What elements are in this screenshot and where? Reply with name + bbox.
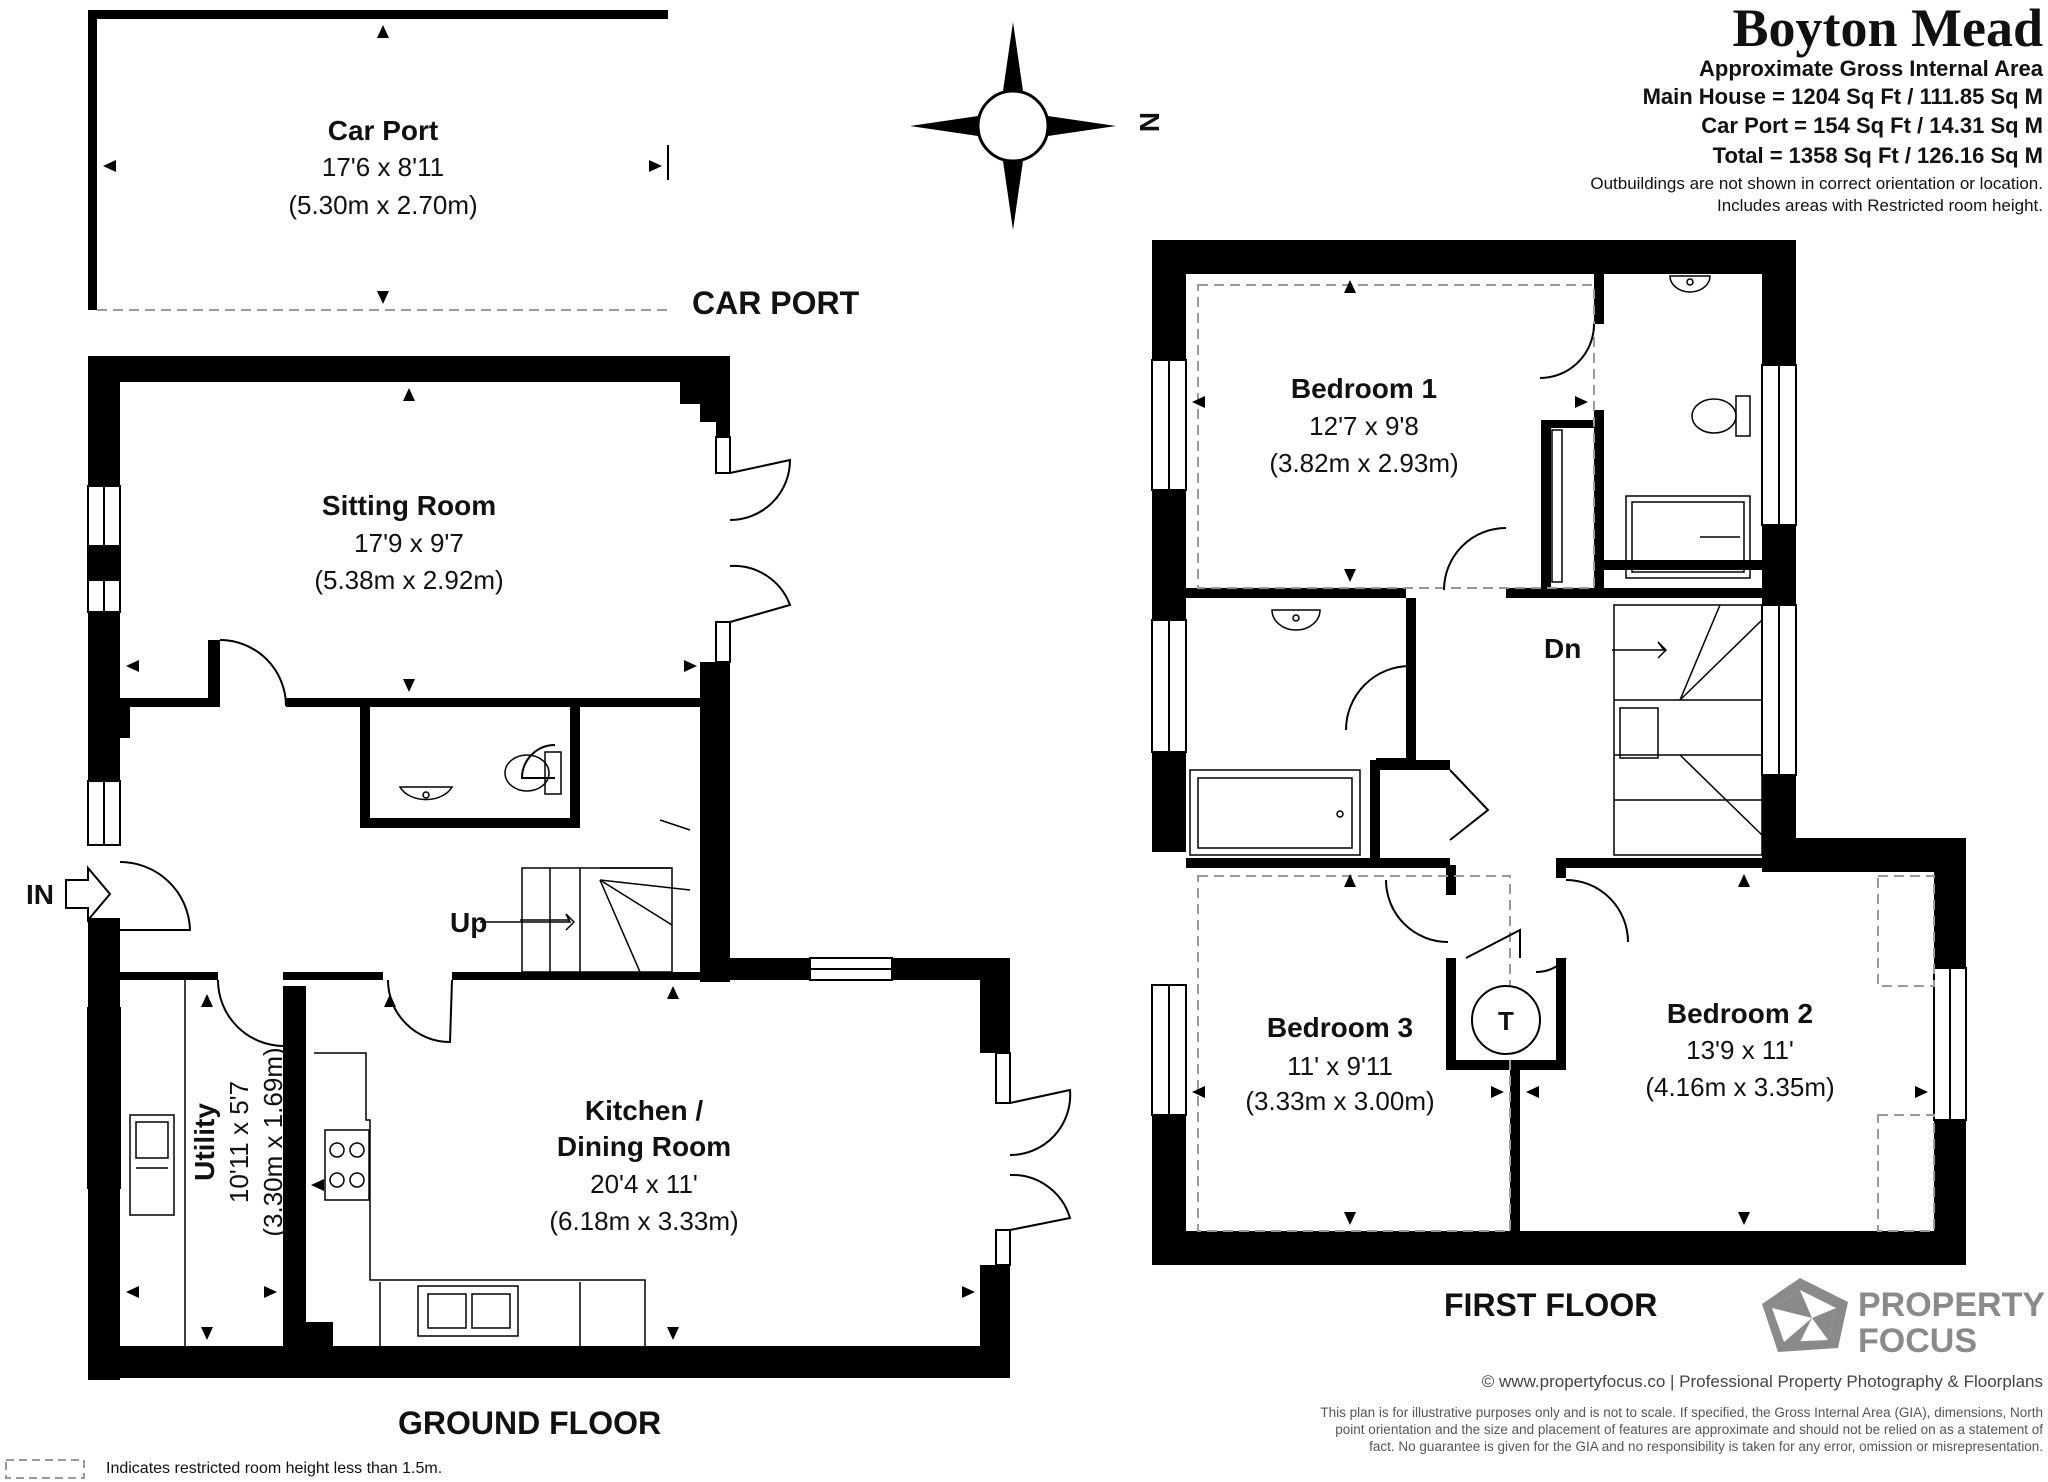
- footer-disclaimer-2: point orientation and the size and place…: [1335, 1422, 2043, 1437]
- ground-floor-walls: [88, 356, 1010, 1380]
- legend-restricted-height-text: Indicates restricted room height less th…: [106, 1460, 443, 1477]
- first-floor-doors: [1345, 323, 1629, 974]
- first-floor-stairs: [1612, 604, 1763, 856]
- logo-line2: FOCUS: [1858, 1322, 1977, 1360]
- area-total: Total = 1358 Sq Ft / 126.16 Sq M: [1712, 143, 2043, 168]
- bedroom1-metric: (3.82m x 2.93m): [1269, 448, 1458, 478]
- footer-copyright: © www.propertyfocus.co | Professional Pr…: [1481, 1372, 2043, 1391]
- car-port-section-label: CAR PORT: [692, 285, 860, 321]
- ground-floor-label: GROUND FLOOR: [398, 1405, 661, 1441]
- footer-disclaimer-1: This plan is for illustrative purposes o…: [1320, 1405, 2043, 1420]
- compass-rose-icon: [910, 22, 1116, 230]
- tank-label: T: [1498, 1006, 1514, 1036]
- utility-fixtures: [129, 980, 186, 1346]
- car-port-metric: (5.30m x 2.70m): [288, 190, 477, 220]
- utility-imperial: 10'11 x 5'7: [224, 1081, 254, 1203]
- ground-floor-doors: [119, 458, 1072, 1231]
- room-labels: Car Port 17'6 x 8'11 (5.30m x 2.70m) Sit…: [189, 115, 1835, 1237]
- first-floor-walls: [1152, 240, 1966, 1265]
- car-port-dimension-arrows: [103, 25, 662, 304]
- kitchen-imperial: 20'4 x 11': [590, 1169, 698, 1199]
- logo-line1: PROPERTY: [1858, 1286, 2045, 1324]
- first-floor-dimension-arrows: [1192, 280, 1928, 1225]
- bedroom1-imperial: 12'7 x 9'8: [1309, 411, 1419, 441]
- ground-floor-dimension-arrows: [126, 388, 975, 1340]
- bedroom2-metric: (4.16m x 3.35m): [1645, 1072, 1834, 1102]
- bedroom2-imperial: 13'9 x 11': [1686, 1035, 1794, 1065]
- logo-text: PROPERTY FOCUS: [1858, 1286, 2045, 1360]
- ground-floor-windows: [87, 436, 1011, 1266]
- area-car-port: Car Port = 154 Sq Ft / 14.31 Sq M: [1701, 113, 2043, 138]
- kitchen-name-line2: Dining Room: [557, 1131, 731, 1162]
- first-floor-label: FIRST FLOOR: [1444, 1287, 1657, 1323]
- footer-disclaimer-3: fact. No guarantee is given for the GIA …: [1369, 1439, 2043, 1454]
- hot-water-tank-icon: [1471, 985, 1541, 1055]
- sitting-room-imperial: 17'9 x 9'7: [354, 528, 464, 558]
- utility-name: Utility: [189, 1103, 220, 1181]
- first-floor-windows: [1151, 359, 1967, 1121]
- car-port-name: Car Port: [328, 115, 438, 146]
- sitting-room-name: Sitting Room: [322, 490, 496, 521]
- area-note-restricted: Includes areas with Restricted room heig…: [1717, 196, 2043, 215]
- property-focus-logo-icon: [1762, 1278, 1848, 1352]
- sitting-room-metric: (5.38m x 2.92m): [314, 565, 503, 595]
- area-note-outbuildings: Outbuildings are not shown in correct or…: [1590, 174, 2043, 193]
- first-floor-bathroom-fixtures: [1189, 275, 1751, 856]
- legend-restricted-height-icon: [5, 1459, 85, 1479]
- utility-metric: (3.30m x 1.69m): [258, 1047, 288, 1236]
- floor-labels: CAR PORT GROUND FLOOR FIRST FLOOR IN Up …: [26, 112, 1657, 1441]
- entrance-label: IN: [26, 879, 54, 910]
- bedroom1-name: Bedroom 1: [1291, 373, 1437, 404]
- ground-wc-fixtures: [398, 751, 562, 801]
- area-main-house: Main House = 1204 Sq Ft / 111.85 Sq M: [1642, 84, 2043, 109]
- bedroom2-name: Bedroom 2: [1667, 998, 1813, 1029]
- entrance-arrow-icon: [65, 865, 112, 923]
- kitchen-name-line1: Kitchen /: [585, 1095, 703, 1126]
- bedroom3-metric: (3.33m x 3.00m): [1245, 1086, 1434, 1116]
- bedroom3-imperial: 11' x 9'11: [1287, 1051, 1393, 1081]
- ground-floor-stairs: [480, 819, 691, 973]
- property-title: Boyton Mead: [1732, 0, 2044, 58]
- kitchen-fixtures: [314, 1052, 646, 1346]
- car-port-imperial: 17'6 x 8'11: [322, 152, 444, 182]
- car-port-structure: [88, 10, 669, 311]
- bedroom3-name: Bedroom 3: [1267, 1012, 1413, 1043]
- compass-north-label: N: [1134, 112, 1165, 132]
- stairs-down-label: Dn: [1544, 633, 1581, 664]
- stairs-up-label: Up: [450, 907, 487, 938]
- kitchen-metric: (6.18m x 3.33m): [549, 1206, 738, 1236]
- area-heading: Approximate Gross Internal Area: [1699, 56, 2043, 81]
